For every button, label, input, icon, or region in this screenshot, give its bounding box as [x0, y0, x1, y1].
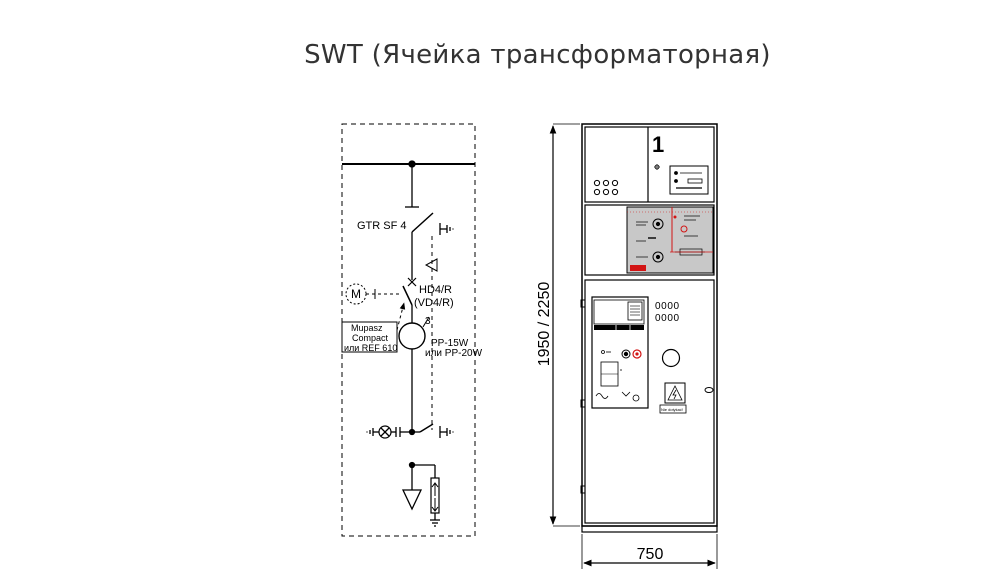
relay-label-2: Compact [352, 333, 389, 343]
current-transformer [398, 322, 426, 350]
lv-compartment [584, 126, 715, 203]
load-break-switch [411, 212, 434, 280]
circuit-breaker [402, 277, 417, 320]
protection-relay-box [341, 321, 398, 353]
motor-label: M [351, 287, 361, 301]
single-line-schematic [341, 123, 476, 537]
relay-unit [669, 165, 709, 195]
switch-label: GTR SF 4 [357, 220, 407, 232]
device-panel [591, 296, 649, 409]
cabinet-front-view: 0000 0000 Nie dotykać! 1 [580, 123, 718, 533]
width-dimension-label: 750 [637, 546, 664, 563]
breaker-label-2: (VD4/R) [414, 297, 454, 309]
warning-sign-text: Nie dotykać! [661, 407, 683, 412]
cable-outlet-arrow [401, 489, 423, 511]
warning-sign: Nie dotykać! [659, 382, 687, 414]
hv-compartment-door: 0000 0000 Nie dotykać! [580, 279, 715, 524]
voltage-indicator [366, 425, 412, 439]
page-title: SWT (Ячейка трансформаторная) [304, 40, 771, 70]
surge-arrester [430, 477, 440, 527]
earth-symbol-top [439, 223, 454, 235]
triangle-indicator [424, 258, 438, 272]
breaker-label-1: HD4/R [419, 284, 452, 296]
height-dimension-label: 1950 / 2250 [536, 282, 553, 367]
relay-label-3: или REF 610 [344, 343, 397, 353]
viewing-window [661, 348, 681, 368]
mechanism-panel [626, 206, 714, 274]
compartment-number: 1 [652, 132, 664, 157]
ct-label-1: PP-15W [431, 338, 469, 349]
door-glyphs-row-2: 0000 [655, 313, 680, 324]
dimension-lines [549, 123, 718, 569]
mechanism-compartment [584, 204, 715, 276]
door-glyphs-row-1: 0000 [655, 301, 680, 312]
ct-label-2: или PP-20W [425, 348, 483, 359]
earthing-switch [412, 423, 454, 438]
ct-marker: 3 [425, 316, 431, 327]
relay-label-1: Mupasz [351, 323, 383, 333]
